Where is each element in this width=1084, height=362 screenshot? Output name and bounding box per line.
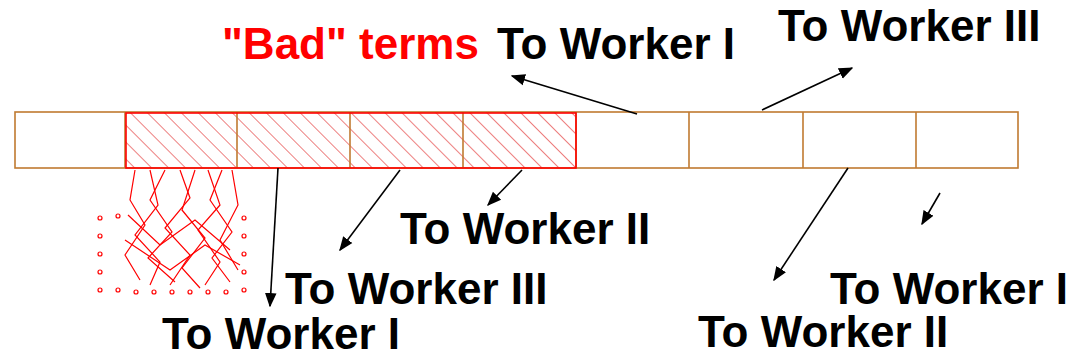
bad-hatch (125, 112, 576, 168)
worker-label: To Worker II (400, 207, 650, 251)
dot-border (98, 214, 246, 294)
worker-label: To Worker I (830, 267, 1068, 311)
bad-outline (126, 113, 576, 168)
worker-label: To Worker I (162, 312, 400, 356)
worker-label: To Worker I (497, 22, 735, 66)
array-cells (15, 112, 1018, 168)
worker-label: To Worker III (285, 267, 547, 311)
broken-terms (125, 170, 240, 288)
worker-label: To Worker III (778, 4, 1040, 48)
region-label: "Bad" terms (222, 22, 479, 66)
worker-label: To Worker II (698, 310, 948, 354)
